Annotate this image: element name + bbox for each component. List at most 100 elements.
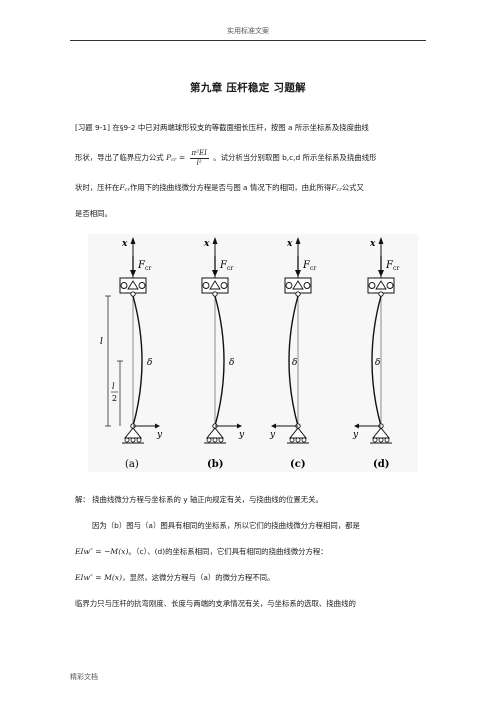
solution-line-3: EIw″ = −M(x)。（c）、(d)的坐标系相同，它们具有相同的挠曲线微分方… bbox=[75, 546, 423, 557]
euler-formula-fraction: π²EI l² bbox=[189, 148, 209, 168]
bottom-roller-mid-1 bbox=[130, 437, 136, 443]
roller-left-2 bbox=[202, 282, 210, 289]
page-header: 实用标准文案 bbox=[227, 27, 269, 35]
problem-line-1: [习题 9-1] 在§9-2 中已对两端球形铰支的等截面细长压杆，按图 a 所示… bbox=[75, 122, 423, 133]
delta-label-1: δ bbox=[147, 358, 152, 368]
roller-right-1 bbox=[138, 282, 146, 289]
problem-text-2b: 。试分析当分别取图 b,c,d 所示坐标系及挠曲线形 bbox=[213, 153, 377, 162]
top-pin-1 bbox=[130, 291, 136, 297]
y-axis-label-3: y bbox=[269, 430, 276, 440]
bottom-roller-right-2 bbox=[218, 437, 224, 443]
figure-caption-4: (d) bbox=[373, 459, 389, 470]
roller-left-1 bbox=[120, 282, 128, 289]
bottom-roller-right-3 bbox=[301, 437, 307, 443]
header-divider bbox=[70, 40, 426, 41]
x-axis-arrow-1 bbox=[130, 237, 136, 244]
force-sub-4: cr bbox=[393, 265, 399, 272]
solution-label: 解： bbox=[75, 495, 90, 504]
solution-line-2: 因为（b）图与（a）图具有相同的坐标系，所以它们的挠曲线微分方程相同，都是 bbox=[92, 521, 360, 530]
x-axis-label-3: x bbox=[286, 239, 293, 249]
chapter-title: 第九章 压杆稳定 习题解 bbox=[190, 82, 306, 94]
bottom-roller-mid-4 bbox=[378, 437, 384, 443]
y-axis-arrow-4 bbox=[354, 423, 359, 429]
figure-background bbox=[88, 234, 418, 472]
solution-text-3: 。（c）、(d)的坐标系相同，它们具有相同的挠曲线微分方程： bbox=[128, 547, 328, 556]
deflection-equation-1: EIw″ = −M(x) bbox=[75, 547, 129, 556]
top-pin-4 bbox=[378, 291, 384, 297]
x-axis-label-1: x bbox=[121, 239, 128, 249]
force-sub-1: cr bbox=[145, 265, 151, 272]
roller-left-4 bbox=[368, 282, 376, 289]
y-axis-label-4: y bbox=[352, 430, 359, 440]
bottom-roller-left-3 bbox=[289, 437, 295, 443]
roller-right-2 bbox=[220, 282, 228, 289]
force-arrow-2 bbox=[212, 270, 218, 277]
force-arrow-1 bbox=[130, 270, 136, 277]
figure-caption-3: (c) bbox=[290, 459, 306, 470]
y-axis-label-2: y bbox=[238, 430, 245, 440]
y-axis-arrow-2 bbox=[237, 423, 242, 429]
bottom-roller-right-1 bbox=[136, 437, 142, 443]
force-sub-2: cr bbox=[227, 265, 233, 272]
force-symbol-inline-2: Fcr bbox=[331, 183, 342, 193]
top-hinge-3 bbox=[292, 280, 304, 290]
problem-text-3c: 公式又 bbox=[341, 183, 364, 192]
top-pin-2 bbox=[212, 291, 218, 297]
x-axis-label-2: x bbox=[203, 239, 210, 249]
y-axis-arrow-3 bbox=[271, 423, 276, 429]
roller-left-3 bbox=[285, 282, 293, 289]
critical-force-symbol: Pcr = bbox=[166, 153, 186, 163]
bottom-roller-mid-3 bbox=[295, 437, 301, 443]
problem-line-2: 形状，导出了临界应力公式 Pcr = π²EI l² 。试分析当分别取图 b,c… bbox=[75, 148, 423, 170]
force-arrow-4 bbox=[378, 270, 384, 277]
length-label: l bbox=[100, 337, 103, 347]
bottom-roller-left-4 bbox=[372, 437, 378, 443]
force-label-2: F bbox=[219, 260, 228, 271]
force-sub-3: cr bbox=[310, 265, 316, 272]
top-hinge-4 bbox=[375, 280, 387, 290]
y-axis-arrow-1 bbox=[155, 423, 160, 429]
x-axis-arrow-2 bbox=[212, 237, 218, 244]
problem-text-3b: 作用下的挠曲线微分方程是否与图 a 情况下的相同，由此所得 bbox=[129, 183, 332, 192]
problem-text-3a: 状时，压杆在 bbox=[75, 183, 120, 192]
problem-line-3: 状时，压杆在Fcr作用下的挠曲线微分方程是否与图 a 情况下的相同，由此所得Fc… bbox=[75, 182, 423, 196]
bottom-roller-left-1 bbox=[124, 437, 130, 443]
buckled-column-4 bbox=[371, 295, 382, 427]
top-hinge-1 bbox=[127, 280, 139, 290]
solution-text-4: ，显然，这微分方程与（a）的微分方程不同。 bbox=[122, 573, 275, 582]
force-label-4: F bbox=[385, 260, 394, 271]
x-axis-arrow-4 bbox=[378, 237, 384, 244]
delta-label-2: δ bbox=[229, 358, 234, 368]
force-label-1: F bbox=[137, 260, 146, 271]
figure-caption-1: (a) bbox=[125, 459, 139, 470]
bottom-roller-right-4 bbox=[384, 437, 390, 443]
solution-line-5: 临界力只与压杆的抗弯刚度、长度与两端的支承情况有关，与坐标系的选取、挠曲线的 bbox=[75, 599, 356, 608]
x-axis-arrow-3 bbox=[295, 237, 301, 244]
force-symbol-inline: Fcr bbox=[119, 183, 130, 193]
buckled-column-3 bbox=[288, 295, 299, 427]
x-axis-label-4: x bbox=[369, 239, 376, 249]
buckled-column-2 bbox=[214, 295, 225, 427]
problem-line-4: 是否相同。 bbox=[75, 209, 112, 218]
solution-line-4: EIw″ = M(x)，显然，这微分方程与（a）的微分方程不同。 bbox=[75, 572, 423, 583]
buckled-column-1 bbox=[132, 295, 143, 427]
solution-text-1: 挠曲线微分方程与坐标系的 y 轴正向规定有关，与挠曲线的位置无关。 bbox=[92, 495, 323, 504]
formula-denominator: l² bbox=[196, 158, 202, 167]
force-label-3: F bbox=[302, 260, 311, 271]
bottom-roller-left-2 bbox=[206, 437, 212, 443]
roller-right-4 bbox=[386, 282, 394, 289]
bottom-roller-mid-2 bbox=[212, 437, 218, 443]
top-hinge-2 bbox=[209, 280, 221, 290]
page-footer: 精彩文档 bbox=[70, 673, 98, 681]
y-axis-label-1: y bbox=[156, 430, 163, 440]
figure-caption-2: (b) bbox=[207, 459, 223, 470]
delta-label-4: δ bbox=[375, 358, 380, 368]
deflection-equation-2: EIw″ = M(x) bbox=[75, 573, 123, 582]
solution-line-1: 解： 挠曲线微分方程与坐标系的 y 轴正向规定有关，与挠曲线的位置无关。 bbox=[75, 494, 423, 505]
delta-label-3: δ bbox=[292, 358, 297, 368]
problem-text-2a: 形状，导出了临界应力公式 bbox=[75, 153, 164, 162]
force-arrow-3 bbox=[295, 270, 301, 277]
half-length-den: 2 bbox=[112, 394, 117, 403]
formula-numerator: π²EI bbox=[189, 148, 209, 159]
